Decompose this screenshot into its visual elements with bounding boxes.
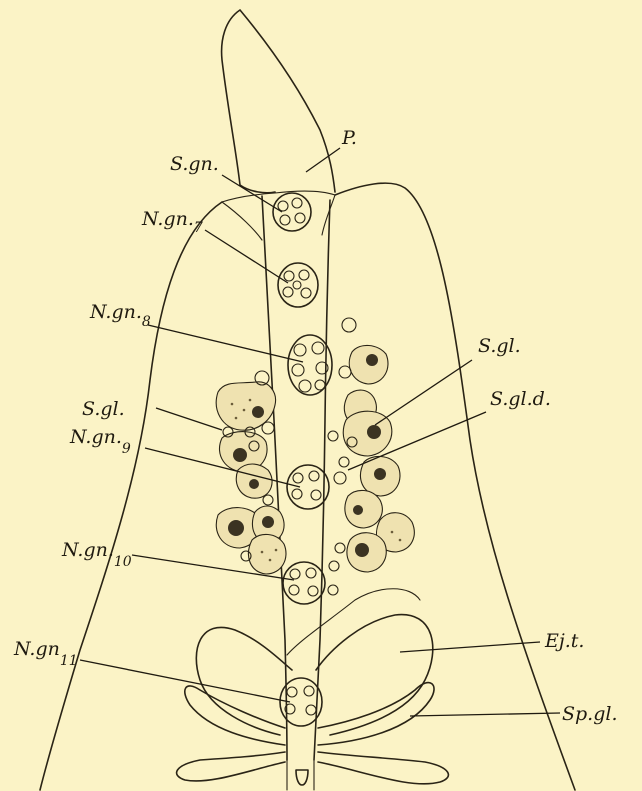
- ganglion-ngn9: [287, 465, 329, 509]
- cord-funnel: [222, 195, 335, 240]
- label-ngn8: N.gn.8: [89, 301, 151, 330]
- head-cap: [222, 191, 335, 202]
- label-ejt: Ej.t.: [544, 630, 584, 652]
- label-sgl-right: S.gl.: [478, 335, 521, 357]
- leader-sgl-right: [375, 360, 472, 425]
- label-ngn11-main: N.gn: [13, 638, 60, 660]
- label-sgl-left: S.gl.: [82, 398, 125, 420]
- leader-sgl-left: [156, 408, 222, 430]
- label-ngn9-sub: 9: [122, 441, 131, 457]
- label-ngn7: N.gn.7: [141, 208, 203, 236]
- label-ngn9-main: N.gn.: [69, 426, 122, 448]
- ganglion-ngn7: [278, 263, 318, 307]
- label-ngn11-sub: 11: [60, 653, 78, 669]
- label-ngn8-sub: 8: [142, 314, 151, 330]
- proboscis-outline: [222, 10, 335, 193]
- label-ngn11: N.gn11: [13, 638, 78, 669]
- spermiducal-gland-left: [177, 686, 285, 781]
- label-ngn7-main: N.gn.: [141, 208, 194, 230]
- label-sgn: S.gn.: [170, 153, 219, 175]
- pore-bulb: [296, 770, 308, 785]
- leader-ejt: [400, 642, 540, 652]
- ejaculatory-tube: [196, 615, 432, 735]
- label-p: P.: [341, 127, 357, 149]
- leader-spgl: [410, 713, 560, 716]
- ganglion-ngn10: [283, 562, 325, 604]
- label-spgl: Sp.gl.: [562, 703, 618, 725]
- segmental-glands-right: [328, 318, 414, 595]
- label-ngn10: N.gn.10: [61, 539, 132, 570]
- leader-p: [306, 148, 340, 172]
- leader-ngn7: [205, 230, 288, 283]
- label-ngn10-main: N.gn.: [61, 539, 114, 561]
- label-ngn8-main: N.gn.: [89, 301, 142, 323]
- label-sgld: S.gl.d.: [490, 388, 551, 410]
- ganglion-sgn: [273, 193, 311, 231]
- label-ngn10-sub: 10: [114, 554, 132, 570]
- segmental-glands-left: [216, 371, 286, 574]
- body-outline-left: [40, 202, 222, 790]
- ejaculatory-tube-inner: [287, 589, 420, 655]
- label-ngn7-sub: 7: [194, 220, 203, 236]
- label-ngn9: N.gn.9: [69, 426, 131, 457]
- leader-ngn8: [148, 325, 303, 362]
